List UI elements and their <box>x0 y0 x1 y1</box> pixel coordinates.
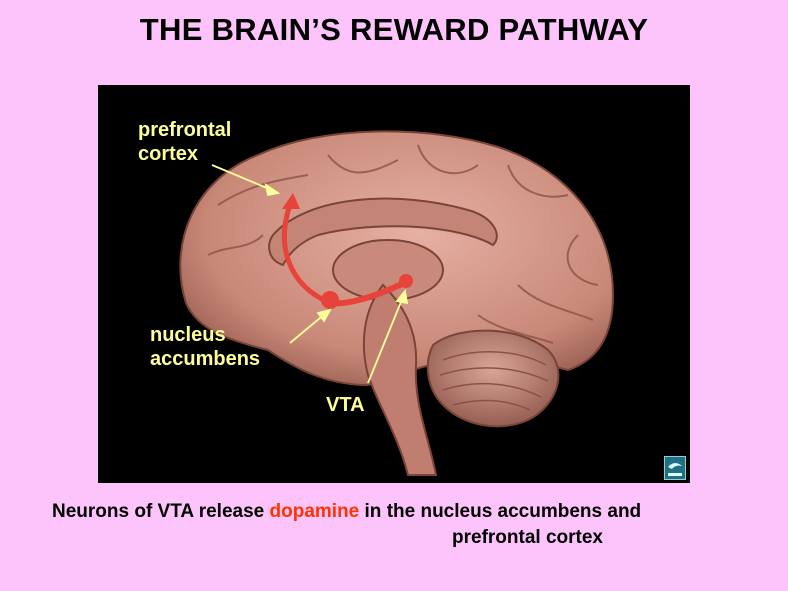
brainstem <box>362 283 438 476</box>
gyri-lines <box>207 144 599 344</box>
caption-line1: Neurons of VTA release dopamine in the n… <box>52 499 641 525</box>
pathway-arrowhead <box>282 193 300 209</box>
nucleus-accumbens-dot <box>321 291 339 309</box>
label-prefrontal-line2: cortex <box>138 143 199 165</box>
corpus-callosum <box>268 197 498 267</box>
label-pointers <box>211 164 409 384</box>
page-title: THE BRAIN’S REWARD PATHWAY <box>139 12 649 47</box>
cerebellum <box>426 329 560 428</box>
label-prefrontal-line1: prefrontal <box>138 119 232 141</box>
cerebellum-folia <box>439 351 549 411</box>
label-prefrontal-cortex: prefrontal cortex <box>138 118 231 166</box>
brain-sagittal-diagram <box>179 130 615 476</box>
label-vta: VTA <box>326 394 365 416</box>
caption-text-before: Neurons of VTA release <box>52 501 270 522</box>
label-nucleus-accumbens: nucleus accumbens <box>150 323 260 371</box>
dopamine-pathway <box>281 193 413 309</box>
caption-line2: prefrontal cortex <box>452 527 603 548</box>
brain-illustration-panel: prefrontal cortex nucleus accumbens VTA <box>98 85 690 483</box>
caption-text-after: in the nucleus accumbens and <box>359 501 642 522</box>
label-nucleus-line1: nucleus <box>150 324 226 346</box>
pathway-nac-to-pfc <box>281 202 333 306</box>
label-nucleus-line2: accumbens <box>150 348 261 370</box>
publisher-logo-icon <box>664 456 686 480</box>
caption-dopamine-highlight: dopamine <box>269 501 360 522</box>
vta-dot <box>399 274 413 288</box>
